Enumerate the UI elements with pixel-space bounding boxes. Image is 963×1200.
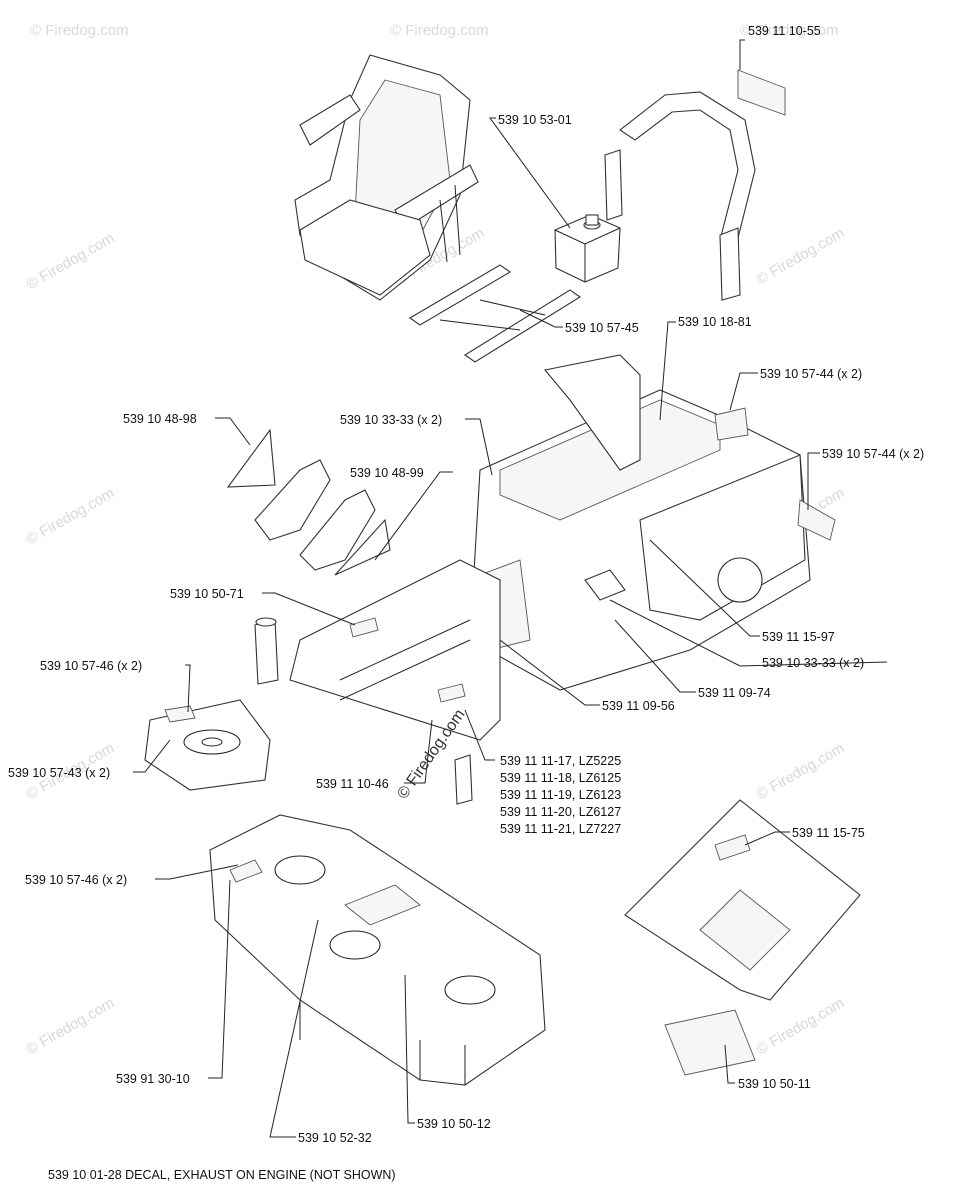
side-plates-drawing	[226, 428, 391, 576]
part-label: 539 10 57-45	[565, 321, 639, 335]
part-label: 539 10 33-33 (x 2)	[340, 413, 442, 427]
footplate-drawing	[144, 699, 271, 791]
part-label: 539 10 50-12	[417, 1117, 491, 1131]
mower-deck-drawing	[209, 814, 546, 1086]
part-label: 539 11 11-18, LZ6125	[500, 771, 621, 785]
part-label: 539 11 10-55	[748, 24, 821, 38]
watermark: © Firedog.com	[754, 739, 848, 803]
part-label: 539 10 18-81	[678, 315, 752, 329]
watermark: © Firedog.com	[24, 229, 118, 293]
part-label: 539 11 09-56	[602, 699, 675, 713]
watermark: © Firedog.com	[24, 484, 118, 548]
part-label: 539 11 15-97	[762, 630, 835, 644]
decal-pieces-drawing	[349, 407, 836, 703]
part-label: 539 11 11-17, LZ5225	[500, 754, 621, 768]
part-label: 539 11 11-20, LZ6127	[500, 805, 621, 819]
watermark: © Firedog.com	[390, 22, 489, 39]
part-label: 539 11 10-46	[316, 777, 389, 791]
part-label: 539 10 50-71	[170, 587, 244, 601]
part-label: 539 10 57-44 (x 2)	[760, 367, 862, 381]
seat-rails-drawing	[408, 264, 581, 363]
part-label: 539 10 33-33 (x 2)	[762, 656, 864, 670]
part-label: 539 10 57-46 (x 2)	[25, 873, 127, 887]
main-frame-drawing	[254, 354, 811, 805]
watermark: © Firedog.com	[24, 994, 118, 1058]
part-label: 539 10 57-46 (x 2)	[40, 659, 142, 673]
part-label: 539 10 53-01	[498, 113, 572, 127]
part-label: 539 10 57-43 (x 2)	[8, 766, 110, 780]
hydraulic-tank-drawing	[554, 214, 621, 283]
part-label: 539 11 09-74	[698, 686, 771, 700]
leader-lines	[133, 39, 888, 1138]
footrest-drawing	[624, 799, 861, 1076]
part-label: 539 91 30-10	[116, 1072, 190, 1086]
watermark: © Firedog.com	[754, 994, 848, 1058]
part-label: 539 11 15-75	[792, 826, 865, 840]
watermark: © Firedog.com	[30, 22, 129, 39]
part-label: 539 10 48-99	[350, 466, 424, 480]
part-label: 539 11 11-19, LZ6123	[500, 788, 621, 802]
rollbar-drawing	[604, 69, 786, 301]
watermark: © Firedog.com	[754, 224, 848, 288]
part-label: 539 10 52-32	[298, 1131, 372, 1145]
part-label: 539 11 11-21, LZ7227	[500, 822, 621, 836]
watermark: © Firedog.com	[740, 22, 839, 39]
part-label: 539 10 50-11	[738, 1077, 811, 1091]
part-labels: 539 11 10-55 539 10 53-01 539 10 57-45 5…	[8, 24, 924, 1145]
seat-drawing	[294, 54, 479, 301]
part-label: 539 10 57-44 (x 2)	[822, 447, 924, 461]
part-label: 539 10 48-98	[123, 412, 197, 426]
footer-note: 539 10 01-28 DECAL, EXHAUST ON ENGINE (N…	[48, 1168, 396, 1182]
